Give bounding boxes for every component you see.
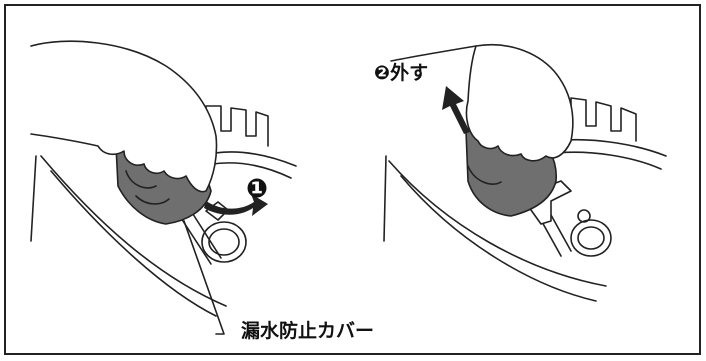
step1-marker: ❶: [246, 174, 269, 204]
left-tub-rim: [40, 155, 227, 307]
left-drain-ring-inner: [208, 228, 240, 256]
right-tub-rim: [388, 160, 607, 287]
right-finger: [467, 165, 502, 185]
right-drain-ring: [570, 219, 612, 257]
right-panel-illustration: [383, 43, 667, 302]
left-tub-rim-inner: [50, 170, 217, 317]
right-up-arrow: [442, 86, 470, 134]
illustration-svg: [30, 40, 667, 335]
leak-prevention-cover-label: 漏水防止カバー: [239, 320, 377, 342]
left-rotate-arrow: [204, 194, 268, 216]
left-drain-ring: [201, 221, 247, 263]
right-screw: [577, 209, 591, 223]
left-tub-wall: [30, 155, 37, 242]
right-hand: [465, 43, 574, 162]
left-callout-line: [183, 220, 225, 335]
right-drain-ring-inner: [577, 226, 605, 250]
right-wrist: [390, 45, 477, 62]
left-finger1: [125, 170, 157, 189]
left-finger2: [135, 195, 170, 205]
left-panel-illustration: [30, 40, 297, 335]
right-tub-rim-inner: [400, 175, 597, 302]
right-tub-wall: [383, 155, 387, 242]
right-tub-back2: [545, 151, 662, 170]
left-hand: [30, 40, 218, 193]
left-pipe: [180, 210, 222, 265]
instruction-figure-frame: ❶ ❷外す 漏水防止カバー: [4, 4, 701, 355]
step2-label: ❷外す: [374, 62, 429, 84]
